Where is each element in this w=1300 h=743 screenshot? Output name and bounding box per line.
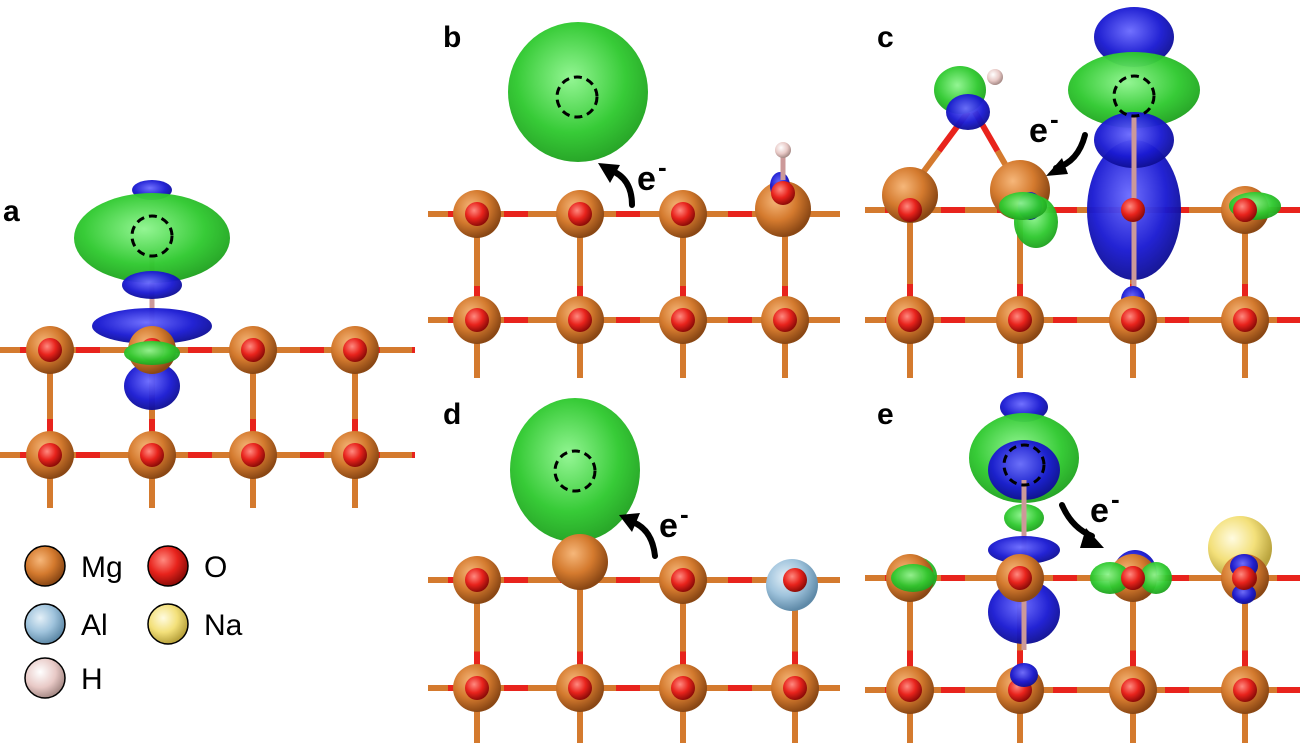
electron-label: e [637, 160, 656, 198]
panel-label-c: c [877, 21, 894, 54]
vacancy-ring [1002, 443, 1046, 487]
legend-swatch-o [147, 545, 189, 587]
o-atom [771, 181, 795, 205]
electron-arrow-head [619, 513, 640, 532]
panel-label-a: a [3, 195, 20, 228]
accumulation-lobe [1090, 562, 1130, 594]
legend-swatch-al [24, 603, 66, 645]
electron-charge: - [658, 152, 667, 182]
depletion-lobe [946, 94, 990, 130]
o-atom [140, 443, 164, 467]
panel-d: e- [428, 398, 840, 743]
panel-c: e- [865, 7, 1300, 378]
o-atom [38, 338, 62, 362]
o-atom [671, 308, 695, 332]
h-atom [775, 142, 791, 158]
o-atom [465, 202, 489, 226]
o-atom [1233, 308, 1257, 332]
electron-charge: - [1050, 104, 1059, 134]
accumulation-lobe [74, 193, 230, 283]
depletion-lobe [122, 271, 182, 299]
o-atom [671, 568, 695, 592]
o-atom [1121, 678, 1145, 702]
o-atom [898, 308, 922, 332]
electron-label: e [1090, 492, 1109, 530]
o-atom [1232, 566, 1256, 590]
o-atom [241, 338, 265, 362]
depletion-lobe [1232, 584, 1256, 604]
legend-label-al: Al [81, 609, 108, 642]
accumulation-lobe [510, 398, 640, 542]
panel-label-b: b [443, 21, 461, 54]
o-atom [38, 443, 62, 467]
o-atom [343, 338, 367, 362]
o-atom [1008, 566, 1032, 590]
electron-label: e [659, 507, 678, 545]
panel-e: e- [865, 392, 1300, 743]
legend-swatch-mg [24, 545, 66, 587]
o-atom [773, 308, 797, 332]
o-atom [568, 308, 592, 332]
o-atom [1121, 566, 1145, 590]
o-atom [1233, 678, 1257, 702]
electron-charge: - [1111, 484, 1120, 514]
electron-arrow-head [1046, 158, 1068, 176]
o-atom [783, 676, 807, 700]
accumulation-lobe [999, 192, 1047, 220]
mg-atom [755, 181, 811, 237]
vacancy-ring [553, 449, 597, 493]
depletion-lobe [124, 362, 180, 410]
accumulation-lobe [508, 22, 648, 162]
legend-label-o: O [204, 551, 227, 584]
vacancy-ring [555, 75, 599, 119]
depletion-lobe [1010, 663, 1038, 687]
depletion-lobe [1094, 7, 1174, 67]
o-atom [241, 443, 265, 467]
accumulation-lobe [1140, 562, 1172, 594]
o-atom [671, 676, 695, 700]
electron-arrow-head [1080, 528, 1104, 548]
o-atom [568, 202, 592, 226]
legend-swatch-na [147, 603, 189, 645]
o-atom [671, 202, 695, 226]
legend-label-h: H [81, 663, 103, 696]
o-atom [1121, 308, 1145, 332]
h-atom [987, 69, 1003, 85]
accumulation-lobe [1068, 52, 1200, 128]
o-atom [343, 443, 367, 467]
o-atom [898, 198, 922, 222]
o-atom [1121, 198, 1145, 222]
vacancy-ring [1112, 74, 1156, 118]
o-atom [1233, 198, 1257, 222]
vacancy-ring [130, 214, 174, 258]
electron-charge: - [680, 499, 689, 529]
o-atom [465, 568, 489, 592]
legend: Mg O Al NaH [24, 545, 243, 699]
o-atom [898, 678, 922, 702]
legend-label-mg: Mg [81, 551, 123, 584]
electron-label: e [1029, 112, 1048, 150]
o-atom [1008, 308, 1032, 332]
o-atom [568, 676, 592, 700]
accumulation-lobe [124, 341, 180, 365]
o-atom [783, 568, 807, 592]
panel-a [0, 180, 415, 508]
legend-label-na: Na [204, 609, 243, 642]
legend-swatch-h [24, 657, 66, 699]
mg-atom [552, 534, 608, 590]
panel-label-d: d [443, 398, 461, 431]
panel-labels: a b c d e [3, 21, 894, 431]
panel-label-e: e [877, 398, 894, 431]
panel-b: e- [428, 22, 840, 378]
accumulation-lobe [891, 564, 935, 592]
depletion-lobe [988, 536, 1060, 564]
mg-atom [882, 167, 938, 223]
o-atom [465, 308, 489, 332]
electron-arrow-head [598, 163, 620, 183]
o-atom [465, 676, 489, 700]
